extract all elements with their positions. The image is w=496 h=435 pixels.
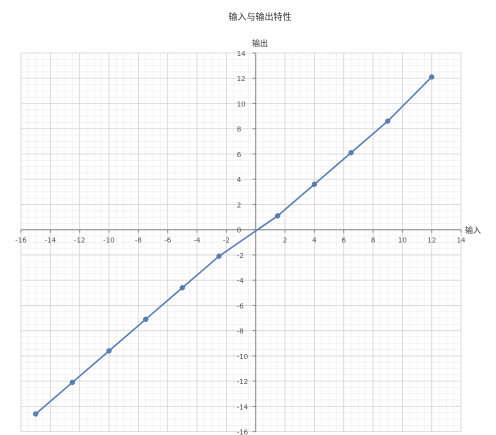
y-tick-label: -2 <box>237 252 244 260</box>
axes <box>20 52 462 433</box>
x-tick-label: 8 <box>371 237 375 245</box>
x-tick-label: 2 <box>283 237 287 245</box>
series-layer <box>33 74 435 417</box>
x-tick-label: -10 <box>103 237 114 245</box>
x-tick-label: -16 <box>15 237 27 245</box>
data-point <box>275 213 281 219</box>
y-axis-label: 输出 <box>252 38 268 48</box>
data-point <box>179 285 186 291</box>
x-tick-label: -14 <box>45 237 57 245</box>
y-tick-label: 4 <box>237 176 242 184</box>
y-tick-label: -4 <box>237 277 245 285</box>
y-tick-label: -6 <box>237 302 245 310</box>
x-tick-label: -12 <box>74 237 85 245</box>
y-tick-label: 12 <box>237 75 246 83</box>
y-tick-label: 10 <box>237 100 246 108</box>
y-tick-label: 8 <box>237 126 241 134</box>
y-tick-label: 0 <box>237 227 241 235</box>
x-tick-label: 14 <box>457 237 466 245</box>
data-point <box>33 411 39 417</box>
data-point <box>385 118 391 124</box>
grid <box>20 52 462 433</box>
chart-title: 输入与输出特性 <box>228 11 291 23</box>
x-tick-label: 4 <box>312 237 317 245</box>
data-point <box>143 316 149 322</box>
x-tick-label: -8 <box>135 237 142 245</box>
tick-labels: -16 -14 -12 -10 -8 -6 -4 -2 2 4 6 8 10 12 14 14 12 10 8 6 4 2… <box>15 50 466 435</box>
x-axis-label: 输入 <box>465 225 481 235</box>
y-tick-label: -8 <box>237 328 244 336</box>
y-tick-label: -16 <box>237 429 249 435</box>
x-tick-label: 12 <box>427 237 436 245</box>
y-tick-label: -14 <box>237 403 249 411</box>
x-tick-label: 6 <box>341 237 346 245</box>
y-tick-label: -10 <box>237 353 248 361</box>
data-point <box>216 253 222 259</box>
x-tick-label: -6 <box>164 237 172 245</box>
data-point <box>311 181 318 187</box>
data-point <box>69 379 75 386</box>
y-tick-label: 14 <box>237 50 246 58</box>
y-tick-label: 6 <box>237 151 242 159</box>
data-point <box>348 150 354 156</box>
y-tick-label: 2 <box>237 201 241 209</box>
x-tick-label: -4 <box>194 237 202 245</box>
y-tick-label: -12 <box>237 378 248 386</box>
data-point <box>429 74 435 80</box>
x-tick-label: 10 <box>398 237 407 245</box>
data-point <box>106 348 112 354</box>
x-tick-label: -2 <box>223 237 230 245</box>
